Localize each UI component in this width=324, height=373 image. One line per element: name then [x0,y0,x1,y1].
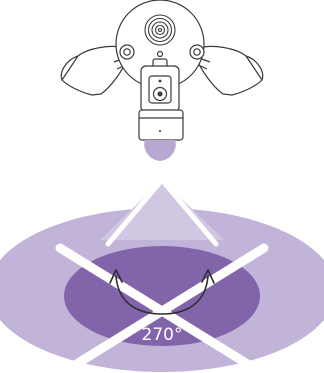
right-lamp [194,45,264,96]
floodlight-device [60,0,264,161]
motion-sensor-dome-icon [144,140,176,161]
coverage-inner-range [64,246,260,346]
arrow-head-left [109,269,123,284]
ambient-sensor-icon [156,50,164,58]
coverage-center-cone [100,180,224,240]
motion-sensor-housing [138,109,184,141]
right-hinge [189,44,205,60]
rotation-arc-arrow [109,269,215,315]
arrow-head-right [201,269,215,284]
left-hinge [119,44,135,60]
coverage-cones [0,180,324,372]
coverage-angle-label: 270° [142,325,183,345]
speaker-icon [144,14,176,46]
camera [140,65,180,113]
coverage-dividers [55,177,269,373]
